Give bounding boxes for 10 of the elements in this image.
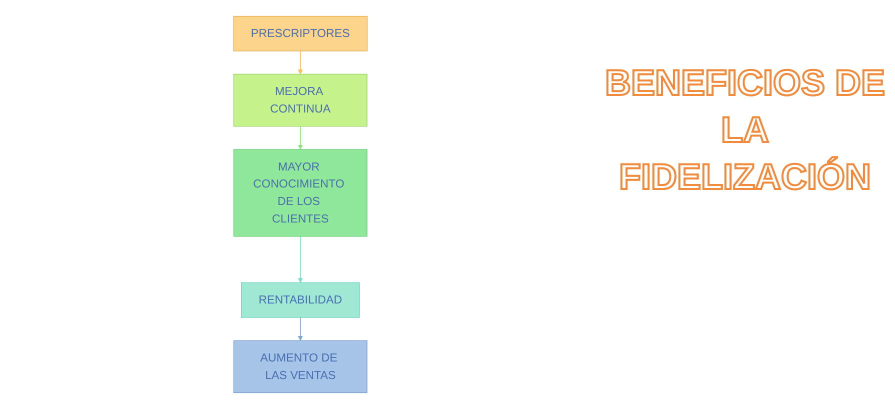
node-box: MAYOR CONOCIMIENTO DE LOS CLIENTES [233,149,367,237]
title: BENEFICIOS DE LA FIDELIZACIÓN [604,61,886,199]
arrow [297,126,303,150]
node-box: MEJORA CONTINUA [233,74,367,127]
node-box: AUMENTO DE LAS VENTAS [233,340,367,394]
arrow [297,236,303,283]
arrow [297,50,303,74]
arrow [297,317,303,341]
node-box: PRESCRIPTORES [232,16,368,52]
node-box: RENTABILIDAD [240,282,360,318]
